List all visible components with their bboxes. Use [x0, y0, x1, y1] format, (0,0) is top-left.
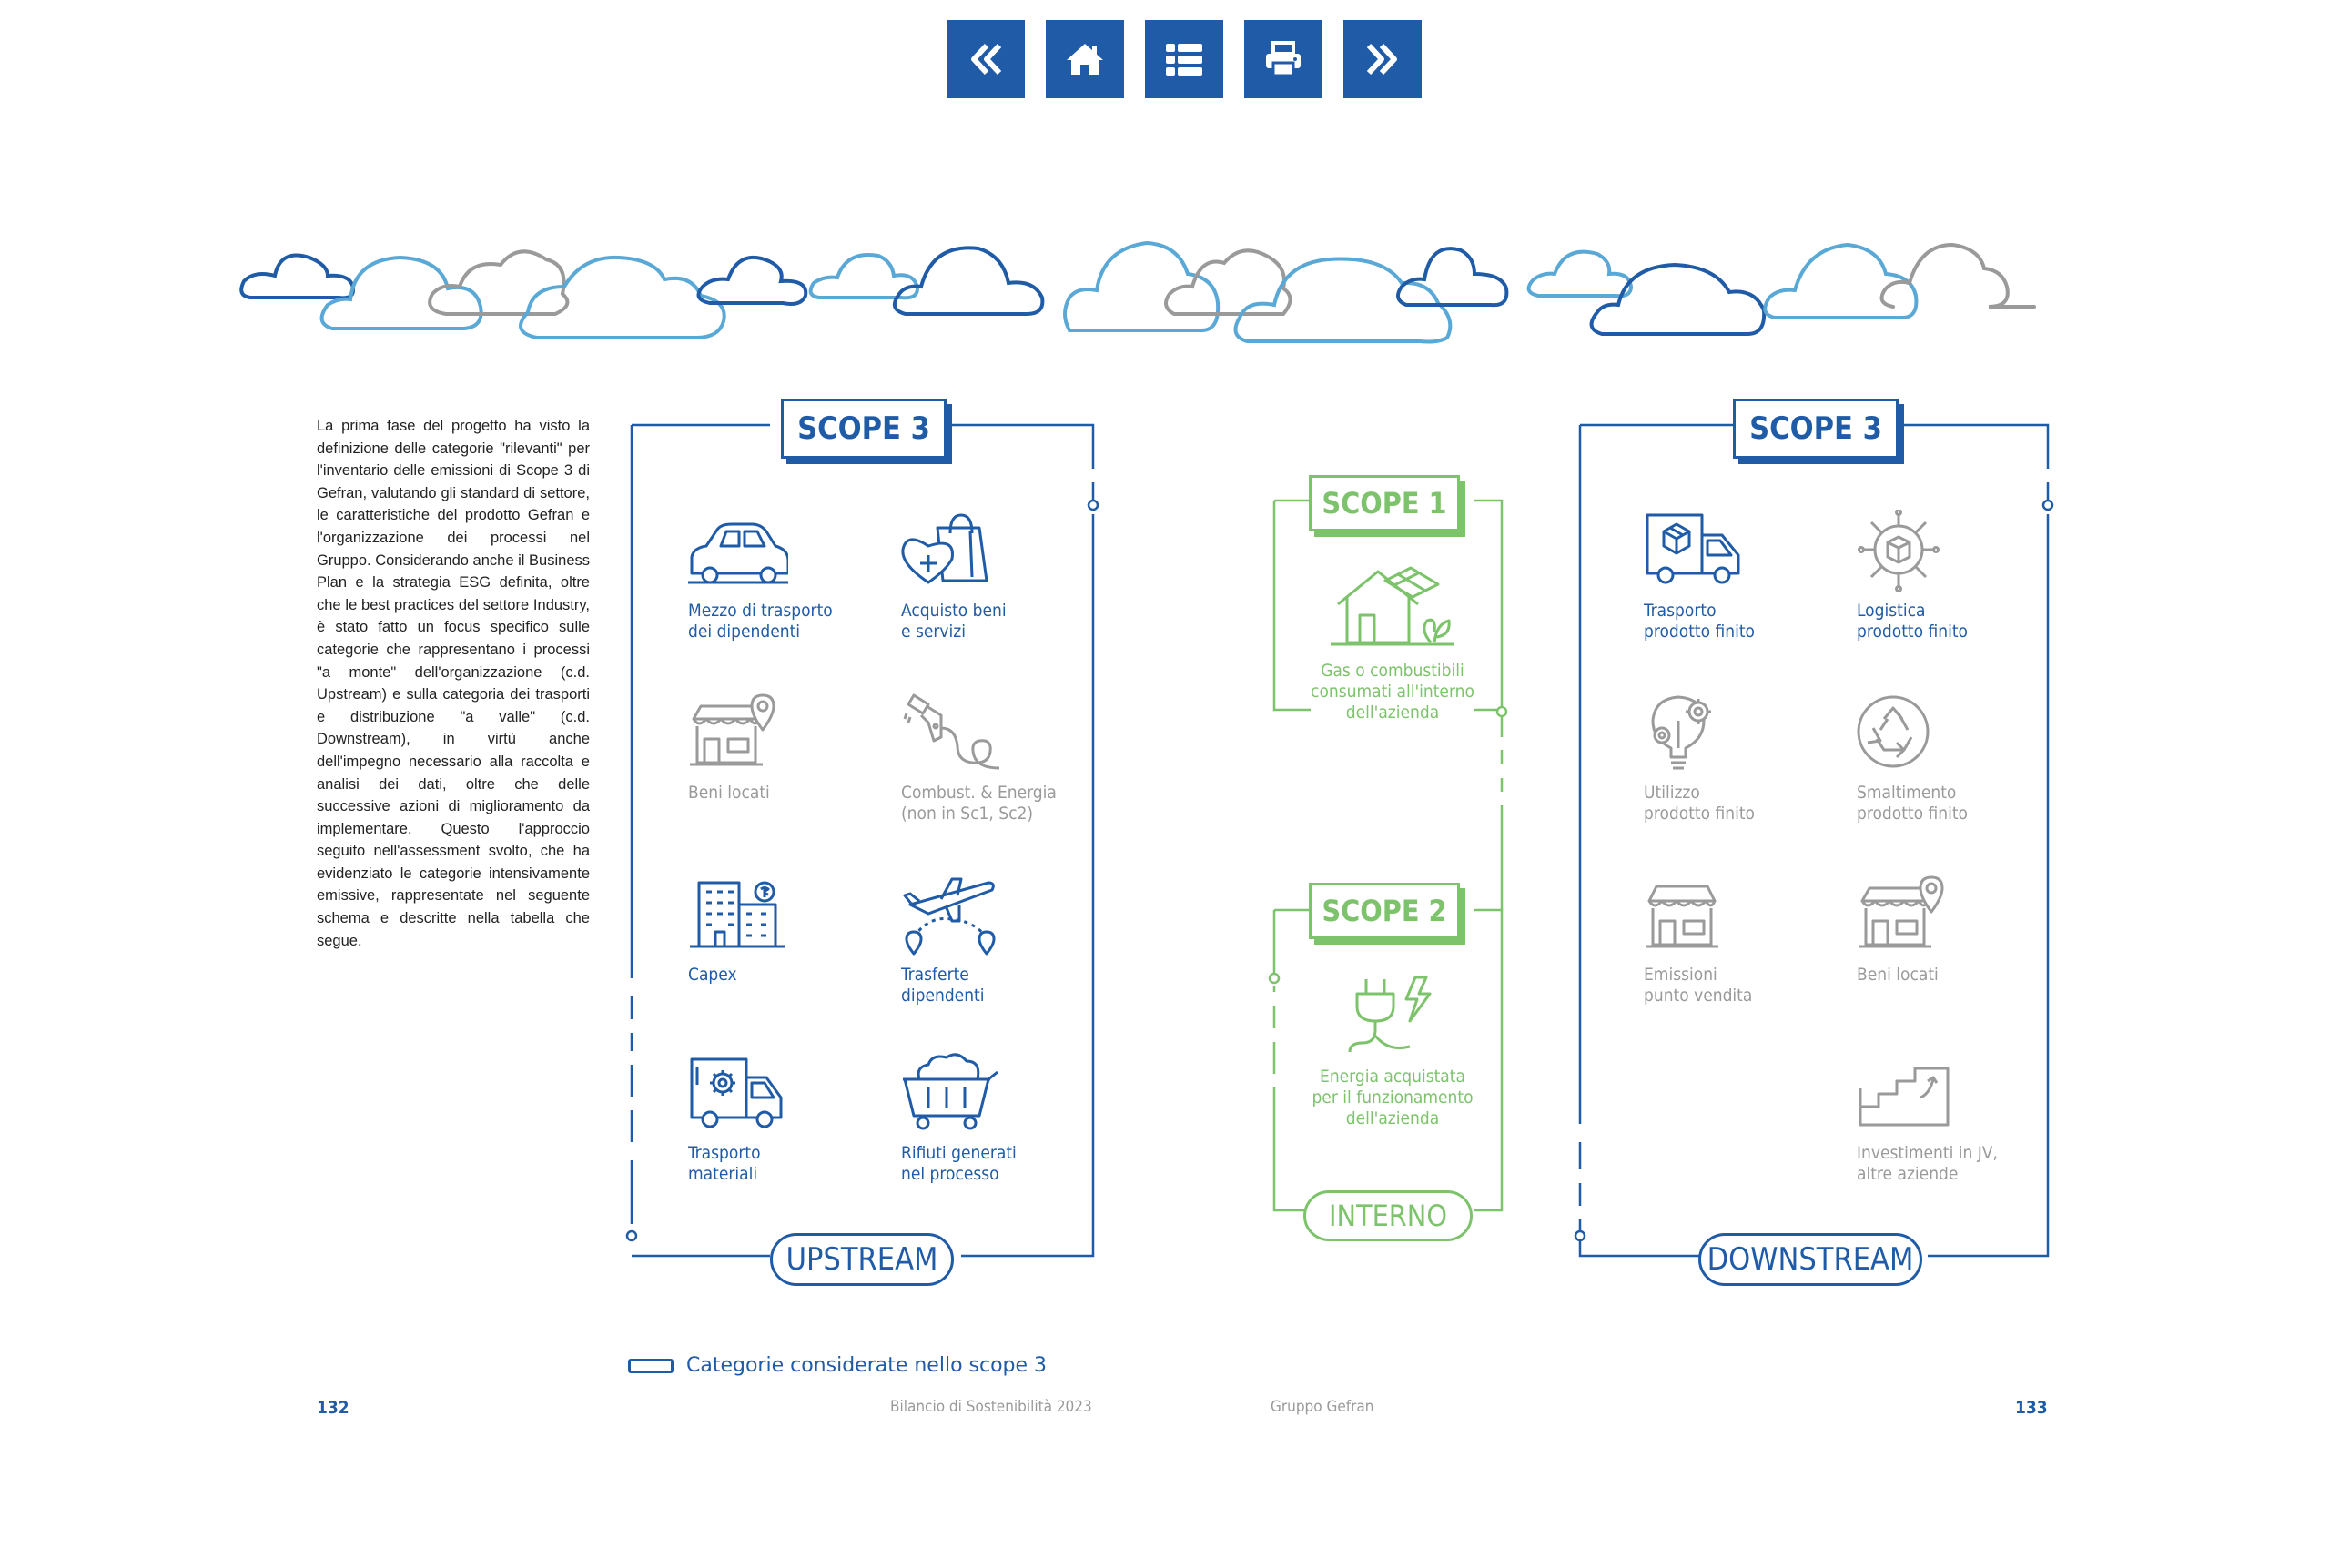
package-network-icon — [1858, 509, 1940, 592]
category-point-of-sale: Emissioni punto vendita — [1644, 874, 1853, 1007]
home-icon — [1067, 44, 1103, 75]
category-scope2-energy: Energia acquistata per il funzionamento … — [1292, 970, 1493, 1129]
plug-icon — [1348, 976, 1432, 1053]
scope2-badge: SCOPE 2 — [1309, 883, 1460, 939]
print-button[interactable] — [1244, 20, 1322, 98]
solar-house-icon — [1331, 566, 1454, 646]
category-label: Capex — [688, 965, 737, 985]
category-label: Beni locati — [1857, 965, 1939, 985]
intro-paragraph: La prima fase del progetto ha visto la d… — [317, 418, 590, 949]
buildings-icon — [690, 881, 785, 948]
airplane-icon — [903, 877, 996, 956]
category-business-travel: Trasferte dipendenti — [901, 874, 1110, 1007]
category-downstream-logistics: Logistica prodotto finito — [1857, 509, 2066, 642]
home-button[interactable] — [1046, 20, 1124, 98]
category-end-of-life: Smaltimento prodotto finito — [1857, 692, 2066, 824]
category-upstream-transport: Trasporto materiali — [688, 1052, 897, 1185]
downstream-scope3-badge: SCOPE 3 — [1733, 399, 1899, 459]
report-title: Bilancio di Sostenibilità 2023 — [890, 1398, 1092, 1416]
truck-gear-icon — [690, 1057, 783, 1128]
fuel-nozzle-icon — [903, 693, 1000, 770]
category-label: Emissioni punto vendita — [1644, 965, 1753, 1006]
downstream-frame — [1574, 423, 2054, 1258]
category-leased-assets: Beni locati — [688, 692, 897, 804]
internal-label: INTERNO — [1303, 1190, 1473, 1241]
upstream-label: UPSTREAM — [770, 1233, 954, 1286]
category-label: Energia acquistata per il funzionamento … — [1312, 1067, 1474, 1128]
stairs-chart-icon — [1859, 1067, 1950, 1127]
store-icon — [690, 693, 775, 766]
category-label: Rifiuti generati nel processo — [901, 1143, 1017, 1184]
page-number-right: 133 — [2015, 1398, 2048, 1418]
recycle-icon — [1857, 695, 1930, 768]
delivery-truck-icon — [1646, 513, 1740, 584]
clouds-illustration — [239, 240, 2036, 344]
category-label: Beni locati — [688, 783, 770, 803]
legend-label: Categorie considerate nello scope 3 — [686, 1354, 1048, 1377]
double-chevron-right-icon — [1366, 43, 1397, 76]
shopping-bag-icon — [901, 513, 988, 584]
scope2-label: SCOPE 2 — [1322, 894, 1447, 928]
legend-swatch — [628, 1358, 674, 1373]
category-label: Investimenti in JV, altre aziende — [1857, 1143, 1998, 1184]
next-page-button[interactable] — [1343, 20, 1422, 98]
upstream-scope3-badge: SCOPE 3 — [781, 399, 947, 459]
category-label: Trasporto materiali — [688, 1143, 761, 1184]
page-number-left: 132 — [317, 1398, 350, 1418]
category-label: Smaltimento prodotto finito — [1857, 783, 1969, 824]
category-downstream-leased-assets: Beni locati — [1857, 874, 2066, 986]
scope1-label: SCOPE 1 — [1322, 486, 1447, 521]
category-employee-commuting: Mezzo di trasporto dei dipendenti — [688, 510, 897, 642]
internal-frame — [1268, 499, 1508, 1212]
printer-icon — [1266, 41, 1301, 77]
waste-cart-icon — [903, 1053, 998, 1130]
downstream-scope3-label: SCOPE 3 — [1749, 410, 1882, 447]
category-scope1-fuel: Gas o combustibili consumati all'interno… — [1292, 564, 1493, 723]
category-investments: Investimenti in JV, altre aziende — [1857, 1052, 2066, 1185]
first-page-button[interactable] — [947, 20, 1025, 98]
upstream-frame — [625, 423, 1099, 1258]
shop-icon — [1646, 885, 1718, 948]
category-fuel-energy: Combust. & Energia (non in Sc1, Sc2) — [901, 692, 1110, 824]
category-waste: Rifiuti generati nel processo — [901, 1052, 1110, 1185]
category-label: Gas o combustibili consumati all'interno… — [1311, 661, 1474, 723]
category-label: Combust. & Energia (non in Sc1, Sc2) — [901, 783, 1057, 824]
list-icon — [1166, 44, 1202, 76]
scope1-badge: SCOPE 1 — [1309, 475, 1460, 531]
category-label: Utilizzo prodotto finito — [1644, 783, 1756, 824]
legend: Categorie considerate nello scope 3 — [628, 1354, 1047, 1377]
category-label: Trasporto prodotto finito — [1644, 601, 1756, 642]
bulb-gear-icon — [1651, 695, 1711, 770]
double-chevron-left-icon — [971, 43, 1002, 76]
downstream-label: DOWNSTREAM — [1698, 1233, 1922, 1286]
category-label: Trasferte dipendenti — [901, 965, 985, 1006]
category-label: Mezzo di trasporto dei dipendenti — [688, 601, 833, 642]
category-label: Acquisto beni e servizi — [901, 601, 1007, 642]
company-name: Gruppo Gefran — [1271, 1398, 1374, 1416]
category-purchased-goods: Acquisto beni e servizi — [901, 510, 1110, 642]
store-pin-icon — [1859, 875, 1944, 948]
index-button[interactable] — [1145, 20, 1223, 98]
category-product-use: Utilizzo prodotto finito — [1644, 692, 1853, 824]
category-downstream-transport: Trasporto prodotto finito — [1644, 510, 1853, 642]
category-label: Logistica prodotto finito — [1857, 601, 1969, 642]
category-capex: Capex — [688, 874, 897, 986]
upstream-scope3-label: SCOPE 3 — [797, 410, 930, 447]
car-icon — [688, 522, 790, 584]
